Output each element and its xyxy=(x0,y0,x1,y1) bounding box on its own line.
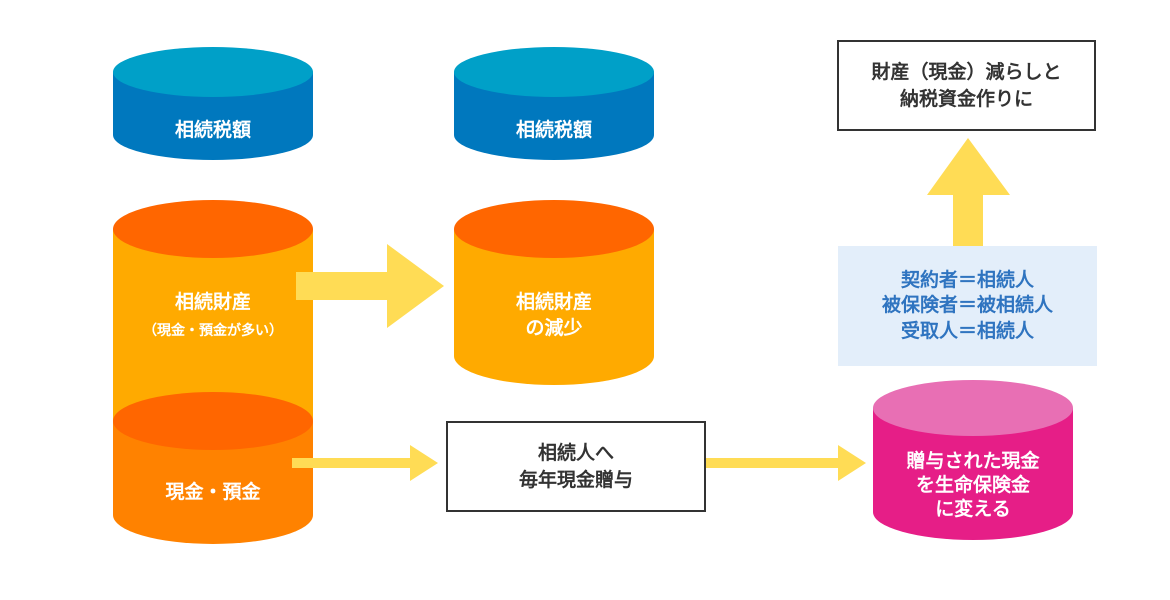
left-tax-label: 相続税額 xyxy=(174,119,251,141)
insurance-line3: に変える xyxy=(935,497,1011,520)
contract-info-line1: 契約者＝相続人 xyxy=(900,268,1034,291)
contract-info-line2: 被保険者＝被相続人 xyxy=(881,294,1053,317)
arrow-to-insurance-icon xyxy=(706,445,866,481)
insurance-label: 贈与された現金 を生命保険金 に変える xyxy=(873,450,1073,521)
contract-info-box: 契約者＝相続人 被保険者＝被相続人 受取人＝相続人 xyxy=(838,246,1097,366)
reduced-estate-label: 相続財産 の減少 xyxy=(454,290,654,341)
insurance-cylinder xyxy=(873,380,1073,540)
middle-tax-cylinder xyxy=(454,47,654,160)
result-box-line2: 納税資金作りに xyxy=(899,87,1033,110)
reduced-estate-cylinder xyxy=(454,200,654,385)
insurance-line2: を生命保険金 xyxy=(915,473,1030,496)
left-tax-cylinder xyxy=(113,47,313,160)
left-estate-label: 相続財産 xyxy=(174,291,251,313)
result-box: 財産（現金）減らしと 納税資金作りに xyxy=(837,40,1096,131)
contract-info-line3: 受取人＝相続人 xyxy=(900,319,1034,342)
left-estate-sublabel: （現金・預金が多い） xyxy=(143,323,283,339)
result-box-line1: 財産（現金）減らしと xyxy=(871,60,1062,83)
reduced-estate-line2: の減少 xyxy=(525,316,583,339)
gift-box-line1: 相続人へ xyxy=(537,441,614,464)
up-arrow-icon xyxy=(927,138,1010,246)
big-right-arrow-icon xyxy=(296,244,444,328)
middle-tax-label: 相続税額 xyxy=(515,119,592,141)
gift-box-line2: 毎年現金贈与 xyxy=(518,468,633,491)
arrow-to-gift-icon xyxy=(292,445,438,481)
reduced-estate-line1: 相続財産 xyxy=(515,291,592,313)
cash-label: 現金・預金 xyxy=(165,481,261,503)
cash-cylinder xyxy=(113,392,313,544)
gift-box: 相続人へ 毎年現金贈与 xyxy=(446,421,706,512)
insurance-line1: 贈与された現金 xyxy=(906,450,1040,472)
